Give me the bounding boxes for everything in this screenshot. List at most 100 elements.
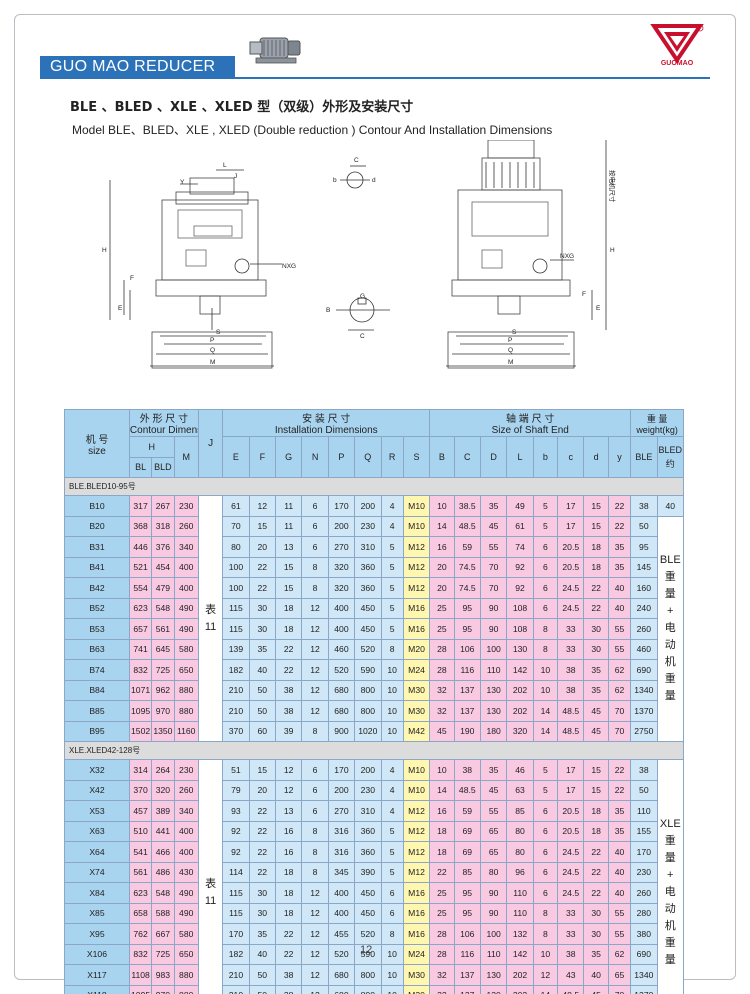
table-cell: 10 [380,943,404,965]
size-cell: B85 [64,700,130,722]
table-cell: 32 [429,984,455,994]
table-cell: M20 [402,638,431,660]
table-cell: 240 [630,597,658,619]
weight-note-char: 量 [664,852,676,865]
table-cell: 8 [532,902,559,924]
table-cell: 51 [222,759,250,781]
table-cell: 18 [274,597,303,619]
table-cell: 22 [583,597,609,619]
label-f: F [130,275,134,282]
table-cell: 14 [532,720,559,742]
table-cell: 90 [479,597,508,619]
table-cell: 65 [479,841,508,863]
table-cell: 983 [151,964,175,986]
table-cell: 1370 [630,984,658,994]
table-cell: 22 [248,861,277,883]
table-cell: 6 [380,882,404,904]
table-cell: 10 [380,679,404,701]
table-cell: 490 [173,882,199,904]
header-n: N [301,436,329,478]
table-cell: 18 [583,800,609,822]
table-cell: 210 [222,964,250,986]
table-cell: 40 [583,964,609,986]
header-p: P [327,436,356,478]
table-cell: 132 [506,923,534,945]
label-c-bottom: C [360,333,365,340]
table-cell: 12 [301,618,329,640]
table-cell: 8 [532,923,559,945]
table-cell: 400 [327,618,356,640]
table-cell: 510 [128,820,153,842]
table-cell: 10 [429,495,455,517]
table-cell: 22 [248,556,277,578]
table-cell: M16 [402,923,431,945]
table-cell: 69 [453,841,481,863]
label-p-right: P [508,337,512,344]
table-cell: 10 [532,943,559,965]
table-cell: 80 [222,536,250,558]
table-cell: 18 [274,861,303,883]
table-cell: 12 [301,943,329,965]
table-cell: 137 [453,700,481,722]
table-cell: 22 [583,841,609,863]
table-cell: 61 [506,515,534,537]
table-cell: 93 [222,800,250,822]
label-y: Y [180,179,185,186]
table-cell: 22 [274,659,303,681]
table-cell: 6 [532,597,559,619]
table-cell: 260 [630,882,658,904]
label-nxg: NXG [282,263,296,270]
table-cell: 32 [429,964,455,986]
table-cell: 45 [583,720,609,742]
table-cell: 114 [222,861,250,883]
table-cell: 40 [607,861,632,883]
table-cell: 310 [354,800,382,822]
table-cell: 22 [248,841,277,863]
table-cell: 24.5 [557,882,585,904]
table-cell: 12 [301,659,329,681]
table-cell: 130 [479,700,508,722]
table-cell: 74 [506,536,534,558]
table-cell: 40 [248,943,277,965]
table-cell: 40 [607,577,632,599]
table-cell: 35 [248,638,277,660]
table-cell: 4 [380,495,404,517]
table-cell: 200 [354,759,382,781]
table-cell: 12 [274,759,303,781]
table-cell: 130 [479,984,508,994]
label-f-right: F [582,291,586,298]
table-cell: 12 [301,882,329,904]
label-c-top: C [354,157,359,164]
brand-underline [40,77,710,79]
table-cell: 110 [479,659,508,681]
table-cell: 466 [151,841,175,863]
table-cell: 880 [173,679,199,701]
size-cell: B31 [64,536,130,558]
table-cell: 400 [327,902,356,924]
table-cell: 65 [479,820,508,842]
table-cell: 260 [173,515,199,537]
weight-note-char: 动 [664,903,676,916]
table-cell: 15 [274,556,303,578]
table-cell: 20 [429,556,455,578]
header-contour-cn: 外 形 尺 寸 [139,414,189,425]
table-cell: 455 [327,923,356,945]
table-cell: 260 [630,618,658,640]
table-cell: 210 [222,679,250,701]
size-cell: X117 [64,964,130,986]
table-cell: 24.5 [557,861,585,883]
table-cell: 145 [630,556,658,578]
table-cell: 548 [151,597,175,619]
label-m: M [210,359,215,366]
table-cell: 155 [630,820,658,842]
table-cell: M16 [402,902,431,924]
table-cell: 16 [429,536,455,558]
